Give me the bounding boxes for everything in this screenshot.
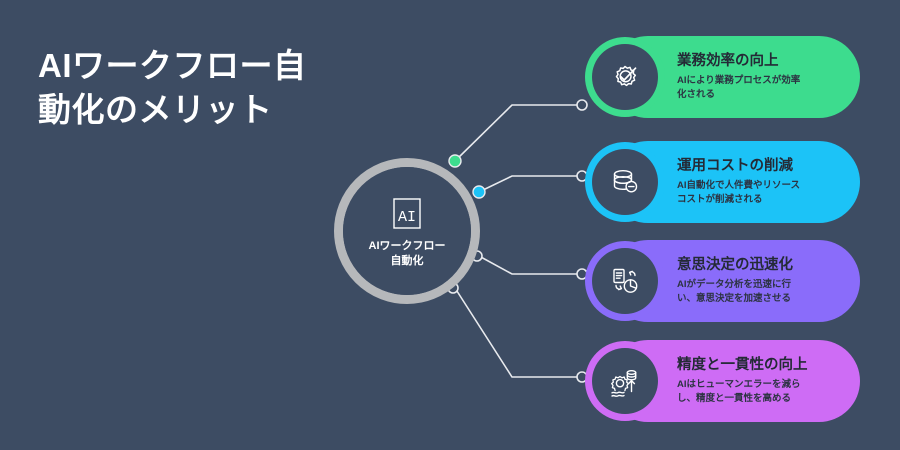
card-text: 精度と一貫性の向上 AIはヒューマンエラーを減ら し、精度と一貫性を高める xyxy=(607,357,839,406)
ai-box-icon: AI xyxy=(393,197,421,229)
hub-dot-1 xyxy=(448,154,462,168)
benefit-card-efficiency[interactable]: 業務効率の向上 AIにより業務プロセスが効率 化される xyxy=(585,36,860,118)
hub-dot-2 xyxy=(472,185,486,199)
hub-ring xyxy=(334,158,480,304)
card-title: 意思決定の迅速化 xyxy=(677,256,793,273)
badge-cost xyxy=(585,142,665,222)
document-piechart-exchange-icon xyxy=(613,268,638,293)
benefit-card-decision[interactable]: 意思決定の迅速化 AIがデータ分析を迅速に行 い、意思決定を加速させる xyxy=(585,240,860,322)
card-description: AIがデータ分析を迅速に行 い、意思決定を加速させる xyxy=(677,278,792,304)
card-description: AI自動化で人件費やリソース コストが削減される xyxy=(677,179,801,205)
badge-inner xyxy=(592,44,658,110)
card-title: 運用コストの削減 xyxy=(677,157,793,174)
benefit-card-accuracy[interactable]: 精度と一貫性の向上 AIはヒューマンエラーを減ら し、精度と一貫性を高める xyxy=(585,340,860,422)
page-title: AIワークフロー自 動化のメリット xyxy=(38,47,307,128)
card-dot-1 xyxy=(576,99,588,111)
gear-waves-arrow-icon xyxy=(611,369,637,397)
badge-efficiency xyxy=(585,37,665,117)
card-text: 運用コストの削減 AI自動化で人件費やリソース コストが削減される xyxy=(607,158,839,207)
badge-inner xyxy=(592,348,658,414)
card-text: 意思決定の迅速化 AIがデータ分析を迅速に行 い、意思決定を加速させる xyxy=(607,257,839,306)
card-description: AIはヒューマンエラーを減ら し、精度と一貫性を高める xyxy=(677,378,801,404)
card-title: 業務効率の向上 xyxy=(677,52,779,69)
card-text: 業務効率の向上 AIにより業務プロセスが効率 化される xyxy=(607,53,839,102)
badge-inner xyxy=(592,149,658,215)
central-hub[interactable]: AI AIワークフロー 自動化 xyxy=(334,158,480,304)
svg-text:AI: AI xyxy=(398,209,416,226)
benefit-card-cost[interactable]: 運用コストの削減 AI自動化で人件費やリソース コストが削減される xyxy=(585,141,860,223)
badge-decision xyxy=(585,241,665,321)
hub-inner: AI AIワークフロー 自動化 xyxy=(343,167,471,295)
database-minus-icon xyxy=(613,169,638,193)
badge-inner xyxy=(592,248,658,314)
card-title: 精度と一貫性の向上 xyxy=(677,356,808,373)
card-description: AIにより業務プロセスが効率 化される xyxy=(677,74,801,100)
gear-check-icon xyxy=(615,65,637,87)
hub-label: AIワークフロー 自動化 xyxy=(368,239,446,267)
badge-accuracy xyxy=(585,341,665,421)
